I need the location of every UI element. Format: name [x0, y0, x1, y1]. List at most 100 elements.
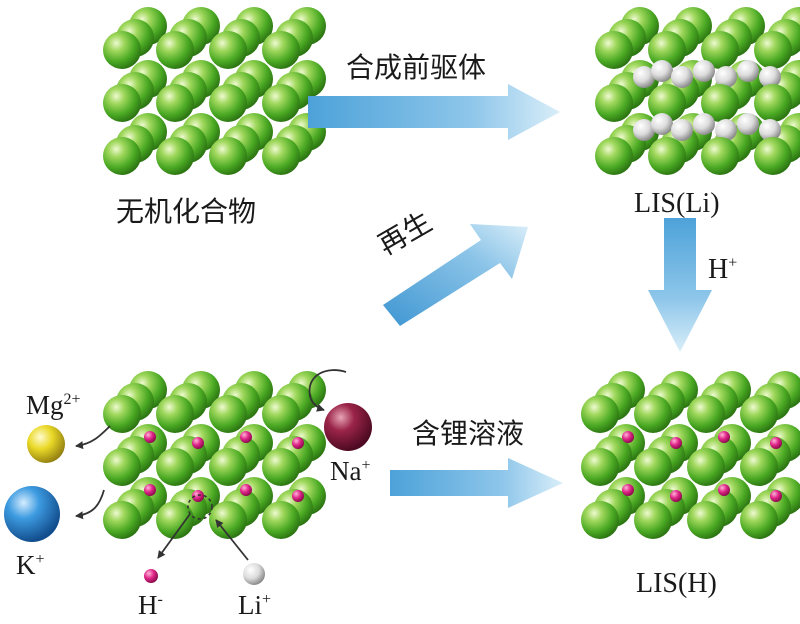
h-out-arrow: [157, 513, 191, 559]
lattice-atom: [595, 84, 633, 122]
lis-li-label: LIS(Li): [634, 188, 720, 219]
h-ion: [144, 569, 158, 583]
lattice-atom: [103, 395, 141, 433]
regen-arrow: [383, 224, 528, 326]
lattice-atom: [103, 84, 141, 122]
lattice-atom: [634, 395, 672, 433]
hydrogen-atom: [240, 484, 252, 496]
lattice-atom: [754, 84, 792, 122]
hydrogen-atom: [292, 490, 304, 502]
lattice-atom: [754, 137, 792, 175]
lattice-atom: [262, 137, 300, 175]
na-ion: [324, 403, 372, 451]
hydrogen-atom: [144, 431, 156, 443]
lattice-atom: [581, 395, 619, 433]
hydrogen-atom: [292, 437, 304, 449]
lattice-atom: [634, 448, 672, 486]
lattice-atom: [687, 395, 725, 433]
hydrogen-atom: [670, 490, 682, 502]
h-minus-label: H-: [138, 590, 163, 620]
lithium-atom: [693, 113, 715, 135]
lattice-atom: [156, 137, 194, 175]
lattice-atom: [262, 31, 300, 69]
lattice-atom: [156, 84, 194, 122]
lithium-atom: [671, 66, 693, 88]
lithium-atom: [633, 66, 655, 88]
hydrogen-atom: [622, 431, 634, 443]
lattice-atom: [209, 84, 247, 122]
lattice-atom: [581, 501, 619, 539]
li-solution-arrow: [390, 458, 563, 508]
hydrogen-atom: [770, 490, 782, 502]
lattice-atom: [209, 395, 247, 433]
lattice-atom: [648, 31, 686, 69]
synth-arrow: [308, 84, 560, 140]
lithium-atom: [759, 119, 781, 141]
lattice-atom: [262, 84, 300, 122]
na-ion-label: Na+: [330, 456, 371, 486]
lattice-atom: [595, 31, 633, 69]
lattice-atom: [701, 137, 739, 175]
lithium-atom: [651, 60, 673, 82]
h-plus-label: H+: [708, 254, 738, 285]
lattice-atom: [262, 395, 300, 433]
hydrogen-atom: [622, 484, 634, 496]
hydrogen-atom: [718, 484, 730, 496]
lattice-atom: [648, 84, 686, 122]
lattice-atom: [740, 501, 778, 539]
lattice-atom: [648, 137, 686, 175]
lattice-atom: [754, 31, 792, 69]
li-plus-label: Li+: [238, 590, 272, 620]
lattice-atom: [156, 448, 194, 486]
lattice-atom: [103, 31, 141, 69]
lis-h-crystal: [581, 371, 800, 539]
lattice-atom: [687, 501, 725, 539]
lattice-atom: [103, 137, 141, 175]
lattice-atom: [581, 448, 619, 486]
synthesize-precursor-label: 合成前驱体: [346, 51, 487, 84]
vacancy-site: [187, 494, 213, 520]
lattice-atom: [156, 395, 194, 433]
lithium-atom: [715, 66, 737, 88]
lithium-atom: [633, 119, 655, 141]
mg-release-arrow: [75, 425, 111, 450]
mg-ion-label: Mg2+: [26, 390, 81, 420]
lattice-atom: [740, 395, 778, 433]
lattice-atom: [209, 31, 247, 69]
lithium-atom: [737, 60, 759, 82]
k-release-arrow: [75, 489, 105, 520]
lattice-atom: [634, 501, 672, 539]
lattice-atom: [701, 31, 739, 69]
lattice-atom: [740, 448, 778, 486]
hydrogen-atom: [192, 437, 204, 449]
hydrogen-atom: [770, 437, 782, 449]
k-ion-label: K+: [16, 550, 45, 580]
lattice-atom: [103, 501, 141, 539]
lattice-atom: [262, 448, 300, 486]
hydrogen-atom: [670, 437, 682, 449]
hydrogen-atom: [718, 431, 730, 443]
lattice-atom: [209, 137, 247, 175]
lithium-atom: [737, 113, 759, 135]
lattice-atom: [687, 448, 725, 486]
lis-h-label: LIS(H): [636, 568, 717, 599]
lattice-atom: [209, 501, 247, 539]
lis-exchange-crystal: [103, 371, 326, 539]
lattice-atom: [103, 448, 141, 486]
acid-arrow: [648, 218, 712, 352]
li-in-arrow: [215, 519, 249, 561]
inorganic-crystal: [103, 7, 326, 175]
li-solution-label: 含锂溶液: [412, 417, 525, 450]
lithium-atom: [715, 119, 737, 141]
lithium-atom: [693, 60, 715, 82]
lattice-atom: [156, 31, 194, 69]
lis-li-crystal: [595, 7, 800, 175]
lattice-atom: [156, 501, 194, 539]
hydrogen-atom: [240, 431, 252, 443]
hydrogen-atom: [192, 490, 204, 502]
mg-ion: [27, 425, 65, 463]
lattice-atom: [262, 501, 300, 539]
inorganic-compound-label: 无机化合物: [116, 195, 257, 228]
lattice-atom: [209, 448, 247, 486]
